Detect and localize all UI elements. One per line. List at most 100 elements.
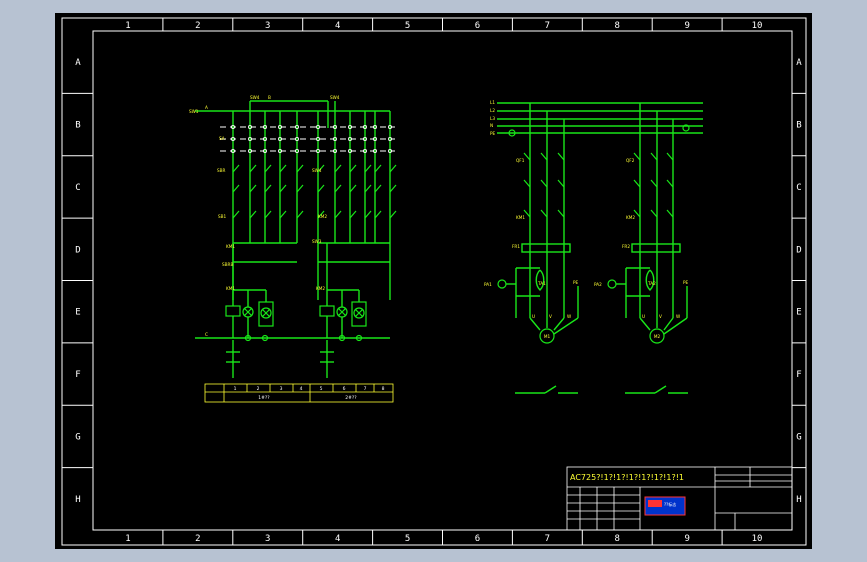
row-label: H [75,495,80,505]
column-label: 4 [335,21,340,31]
table-header-cell: 4 [300,386,303,392]
column-label: 1 [125,21,130,31]
table-header-cell: 2 [257,386,260,392]
row-label: B [796,121,801,131]
title-block-title: AC725?!1?!1?!1?!1?!1?!1?!1 [570,473,684,482]
component-label: KM2 [626,215,635,220]
left-label: KM2 [316,286,325,291]
left-label: SB1 [218,214,227,219]
row-label: G [75,432,80,442]
table-header-cell: 5 [320,386,323,392]
component-label: PE [573,280,579,285]
component-label: FR2 [622,244,630,249]
row-label: C [796,183,801,193]
component-label: FR1 [512,244,520,249]
left-label: KM1 [226,244,235,249]
column-labels-bottom: 1 2 3 4 5 6 7 8 9 10 [125,530,762,545]
row-label: G [796,432,801,442]
column-label: 8 [615,21,620,31]
row-label: F [75,370,80,380]
logo-text: ??标志 [664,501,676,507]
title-block: AC725?!1?!1?!1?!1?!1?!1?!1 ??标志 [566,466,793,531]
bus-label: C [205,332,208,337]
row-labels-left: A B C D E F G H [62,58,93,505]
row-label: D [796,245,801,255]
row-label: D [75,245,80,255]
column-label: 5 [405,534,410,544]
table-header-cell: 7 [364,386,367,392]
table-group-label: 1#?? [258,395,270,401]
table-header-cell: 3 [280,386,283,392]
column-label: 10 [752,21,763,31]
power-bus-label: N [490,123,493,128]
component-label: TA2 [647,281,656,286]
row-labels-right: A B C D E F G H [792,58,806,505]
column-label: 4 [335,534,340,544]
terminal-label: U [642,314,645,319]
component-label: QF2 [626,158,635,163]
terminal-label: W [567,314,571,319]
column-label: 10 [752,534,763,544]
component-label: PA2 [594,282,602,287]
left-label: SBR [217,168,226,173]
table-header-cell: 1 [234,386,237,392]
terminal-label: V [549,314,552,319]
left-label: SW1 [189,109,199,114]
component-label: QF1 [516,158,525,163]
component-label: PA1 [484,282,492,287]
column-label: 6 [475,534,480,544]
row-label: H [796,495,801,505]
row-label: A [796,58,802,68]
power-bus-label: L2 [490,108,495,113]
component-label: KM1 [516,215,525,220]
left-label: SBRB [222,262,233,267]
left-label: SW4 [312,168,322,173]
row-label: C [75,183,80,193]
column-label: 6 [475,21,480,31]
column-label: 1 [125,534,130,544]
terminal-label: V [659,314,662,319]
bus-label: A [205,105,208,110]
column-label: 2 [195,21,200,31]
motor-label: M2 [654,334,661,339]
left-label: KM1 [226,286,235,291]
motor-label: M1 [544,334,551,339]
drawing-sheet [55,13,812,549]
column-label: 9 [684,534,689,544]
column-label: 7 [545,534,550,544]
row-label: B [75,121,80,131]
column-label: 5 [405,21,410,31]
terminal-label: U [532,314,535,319]
terminal-label: W [676,314,680,319]
row-label: A [75,58,81,68]
column-label: 7 [545,21,550,31]
column-label: 8 [615,534,620,544]
left-label: SW4 [330,95,340,100]
row-label: F [796,370,801,380]
left-label: KM2 [318,214,327,219]
column-label: 3 [265,534,270,544]
component-label: PE [683,280,689,285]
contact-table: 1 2 3 4 5 6 7 8 1#?? 2#?? [204,383,394,403]
component-label: TA1 [537,281,546,286]
left-label: SW3 [312,239,322,244]
column-label: 3 [265,21,270,31]
power-bus-label: L3 [490,116,495,121]
row-label: E [75,308,80,318]
power-bus-label: L1 [490,100,495,105]
left-label: SW4 [250,95,260,100]
bus-label: B [268,95,271,100]
column-label: 2 [195,534,200,544]
table-header-cell: 6 [343,386,346,392]
outer-frame [61,17,807,546]
row-label: E [796,308,801,318]
table-header-cell: 8 [382,386,385,392]
power-bus-label: PE [490,131,496,136]
table-group-label: 2#?? [345,395,357,401]
left-label: SA [219,136,225,141]
company-logo: ??标志 [644,496,686,516]
